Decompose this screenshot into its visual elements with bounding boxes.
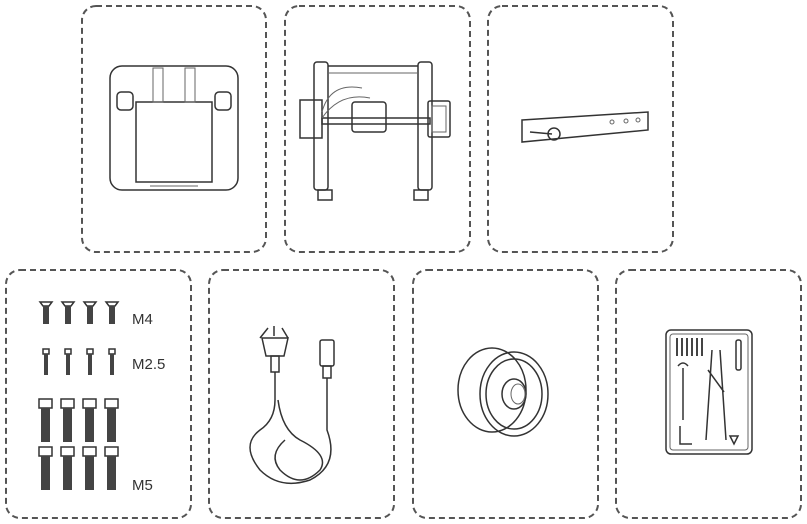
screws-m4 [38,301,120,324]
tool-kit-illustration [665,329,753,455]
screws-m5 [38,398,119,490]
screw-label-m4: M4 [132,311,153,328]
screw-label-m2-5: M2.5 [132,356,165,373]
item-box-power-cable [208,269,395,519]
item-box-heatbed [81,5,267,253]
item-box-filament [412,269,599,519]
power-cable-illustration [249,326,335,485]
item-box-spool-holder [487,5,674,253]
screws-m2-5 [42,348,116,375]
item-box-printer [284,5,471,253]
item-box-screws [5,269,192,519]
filament-spool-illustration [457,347,549,437]
printer-frame-illustration [299,61,451,201]
screw-label-m5: M5 [132,477,153,494]
heatbed-illustration [109,65,239,191]
spool-holder-illustration [521,111,649,143]
screws-illustration: M4 M2.5 M5 [38,301,165,494]
